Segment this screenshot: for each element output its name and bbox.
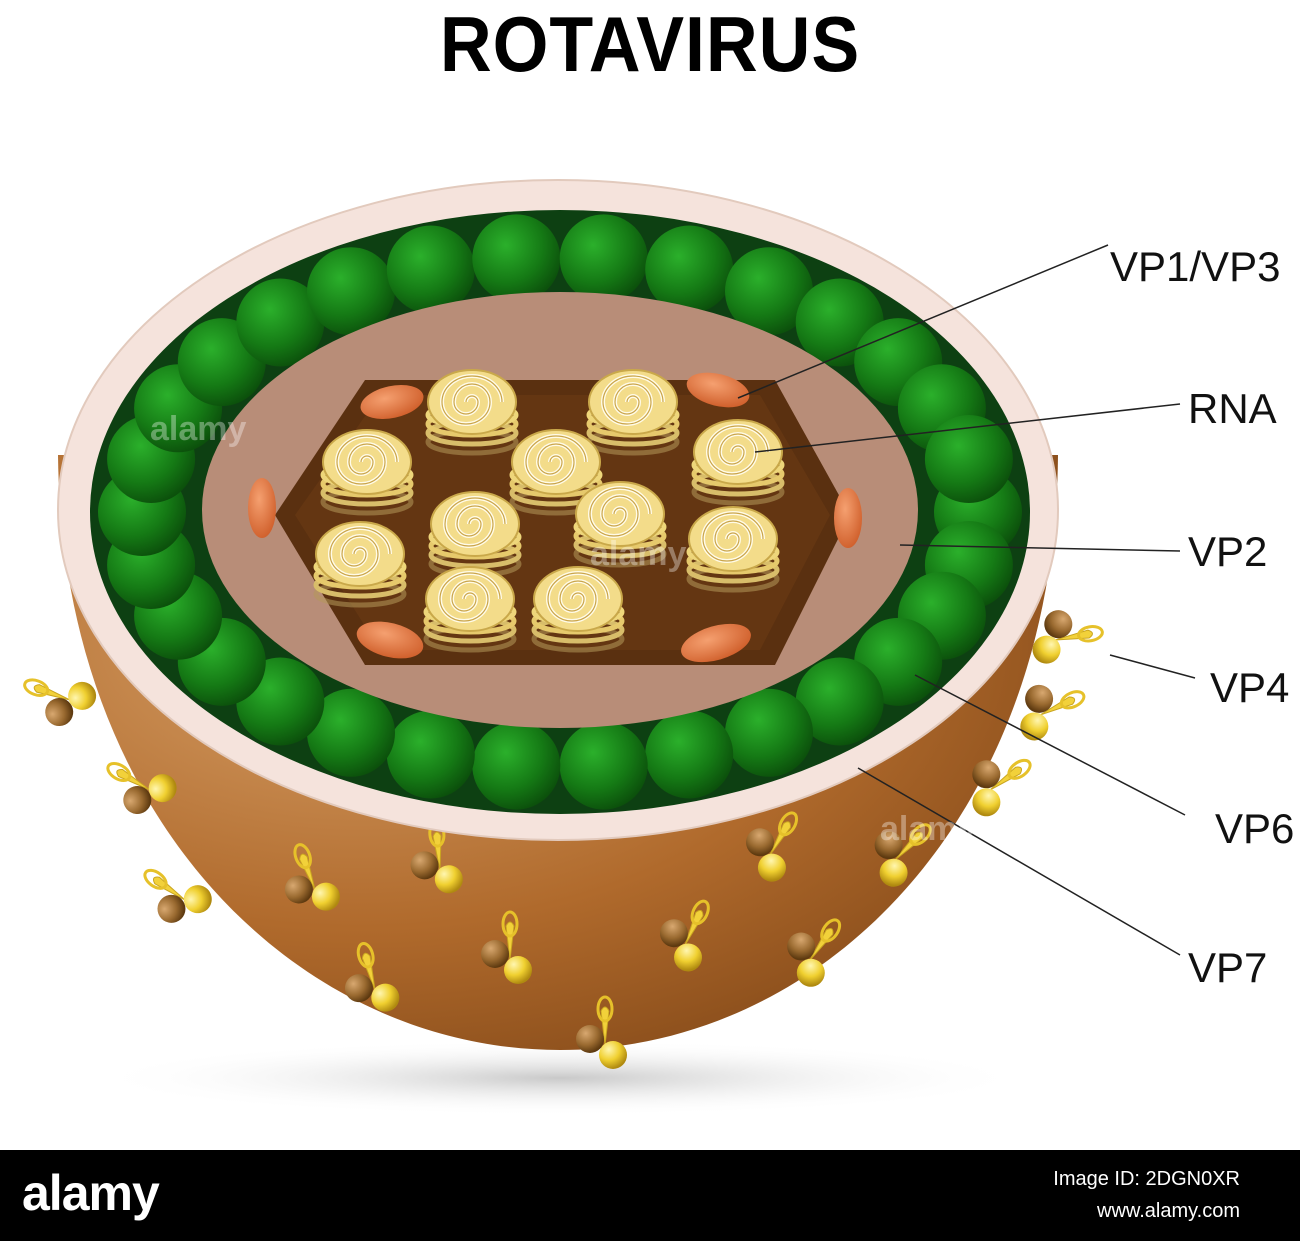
vp6-sphere <box>725 688 813 777</box>
vp6-sphere <box>472 214 561 303</box>
vp6-sphere <box>386 225 475 314</box>
label-rna: RNA <box>1188 385 1277 432</box>
vp6-sphere <box>645 225 734 314</box>
vp1-vp3-enzymes <box>248 372 862 663</box>
vp6-sphere <box>559 721 648 810</box>
label-vp4: VP4 <box>1210 664 1290 711</box>
label-vp2: VP2 <box>1188 528 1268 575</box>
footer-band: alamy Image ID: 2DGN0XR www.alamy.com <box>0 1150 1300 1241</box>
rotavirus-diagram <box>13 179 1196 1116</box>
vp6-sphere <box>307 247 395 336</box>
vp6-sphere <box>307 688 395 777</box>
footer-logo: alamy <box>22 1165 160 1221</box>
ground-shadow <box>90 1040 1030 1116</box>
vp6-sphere <box>725 247 813 336</box>
vp6-sphere <box>386 710 475 799</box>
vp6-spheres <box>98 214 1022 810</box>
vp6-sphere <box>795 657 884 746</box>
label-vp1-vp3: VP1/VP3 <box>1110 243 1281 290</box>
footer-url: www.alamy.com <box>1097 1200 1240 1222</box>
vp6-sphere <box>472 721 561 810</box>
vp6-sphere <box>924 415 1013 503</box>
label-vp6: VP6 <box>1215 805 1295 852</box>
vp6-sphere <box>559 214 648 303</box>
leader-lines <box>737 244 1196 956</box>
label-vp7: VP7 <box>1188 944 1268 991</box>
vp6-sphere <box>645 710 734 799</box>
footer-image-id: Image ID: 2DGN0XR <box>1053 1168 1240 1190</box>
vp6-sphere <box>236 278 325 367</box>
page-title: ROTAVIRUS <box>439 0 861 88</box>
